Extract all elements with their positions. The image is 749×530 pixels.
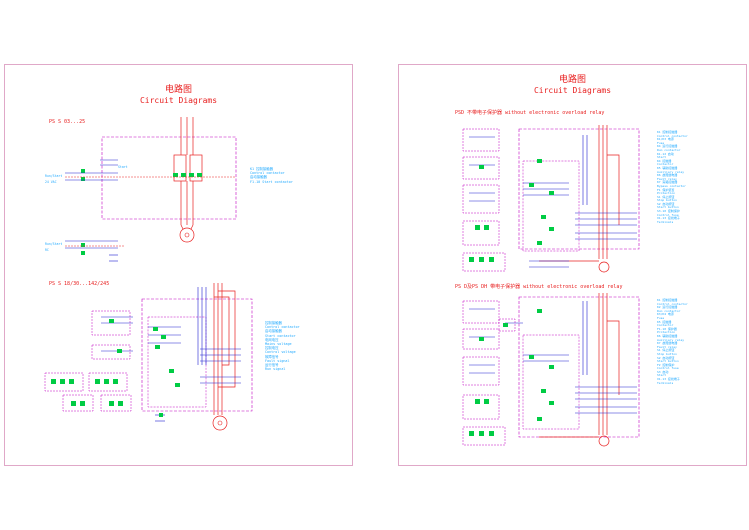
svg-text:Run/Start: Run/Start — [45, 242, 62, 246]
left-title-en: Circuit Diagrams — [139, 96, 218, 105]
left-section-1: PS S 03...25 — [49, 119, 86, 125]
right-section-2: PS D及PS DH 带电子保护器 without electronic ove… — [455, 284, 623, 290]
svg-text:24 VAC: 24 VAC — [45, 180, 57, 184]
svg-text:RC: RC — [45, 248, 49, 252]
right-title-cn: 电路图 — [558, 75, 586, 85]
svg-text:Start: Start — [118, 165, 128, 169]
left-section-2: PS S 18/30...142/245 — [49, 281, 110, 287]
right-section-1: PSD 不带电子保护器 without electronic overload … — [455, 110, 605, 116]
left-title-cn: 电路图 — [164, 85, 192, 95]
right-sheet: 电路图 Circuit Diagrams PSD 不带电子保护器 without… — [398, 64, 747, 466]
svg-text:Run/Start: Run/Start — [45, 174, 62, 178]
right-title-en: Circuit Diagrams — [533, 86, 612, 95]
left-schematic: Run/Start 24 VAC Run/Start RC Start — [44, 117, 253, 431]
left-sheet: 电路图 Circuit Diagrams PS S 03...25 PS S 1… — [4, 64, 353, 466]
right-schematic — [462, 125, 640, 447]
